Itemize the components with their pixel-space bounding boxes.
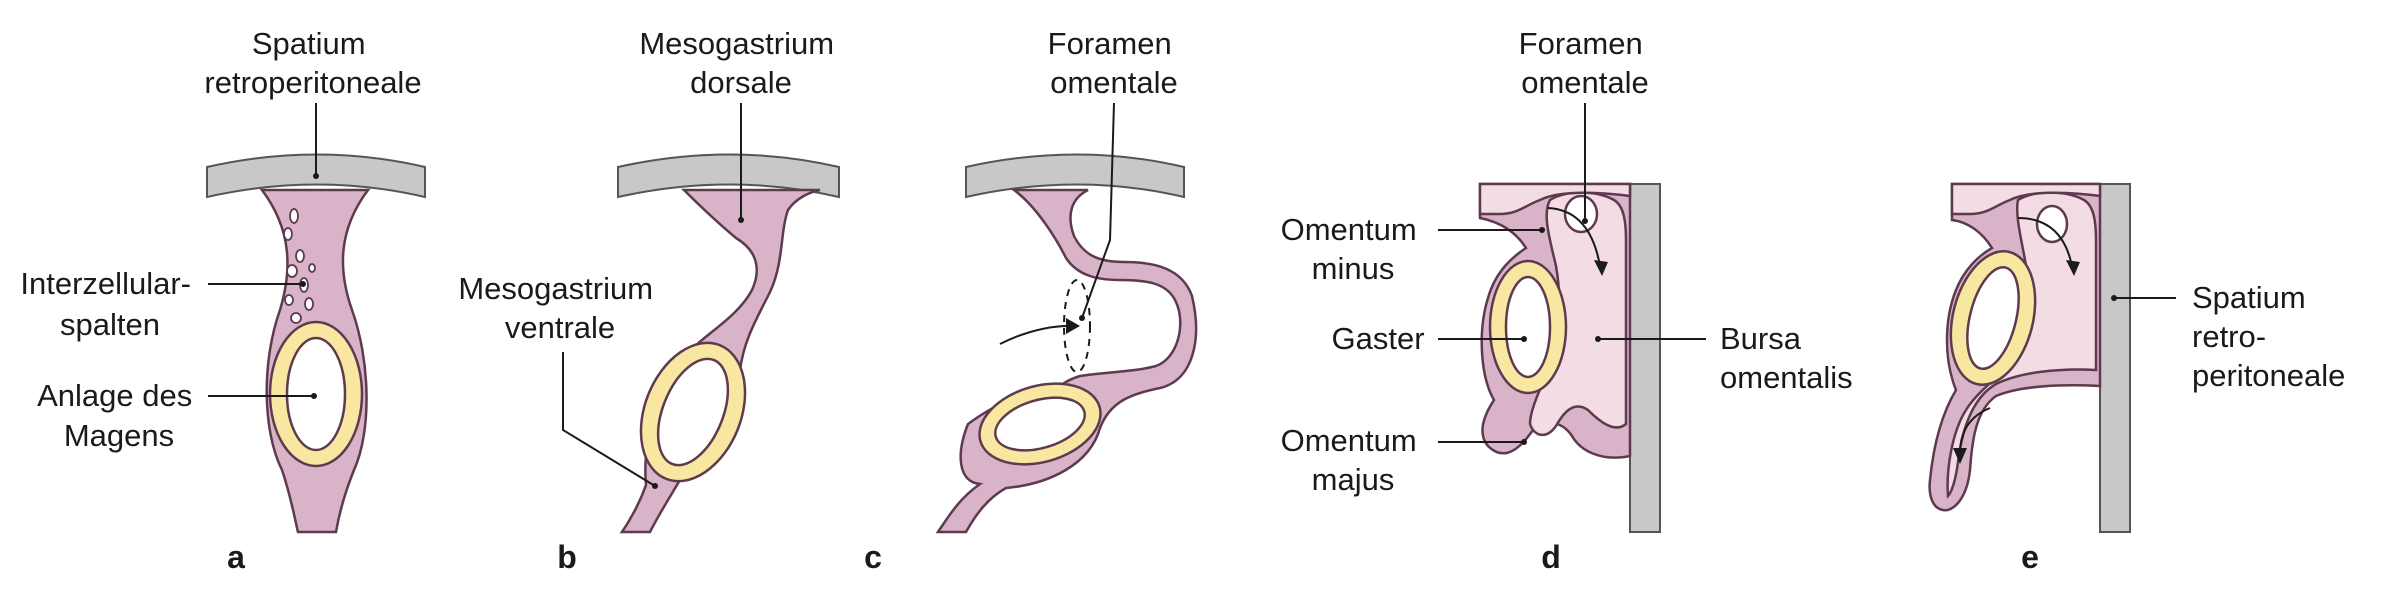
label-gaster: Gaster bbox=[1331, 321, 1424, 356]
stomach-lumen-b bbox=[656, 357, 730, 467]
mesogastrium-c bbox=[935, 188, 1198, 534]
panel-c: Foramen omentale c bbox=[864, 26, 1198, 575]
panel-b: Mesogastrium dorsale Mesogastrium ventra… bbox=[458, 26, 842, 575]
label-foramen-c: Foramen omentale bbox=[1048, 26, 1181, 100]
label-mesogastrium-dorsale: Mesogastrium dorsale bbox=[639, 26, 842, 100]
foramen-d bbox=[1563, 194, 1599, 234]
wall-d bbox=[1629, 183, 1661, 533]
panel-letter-c: c bbox=[864, 539, 882, 575]
panel-d: Foramen omentale Omentum minus Gaster Bu… bbox=[1281, 26, 1853, 575]
wall-b bbox=[617, 153, 840, 199]
arrowhead-e bbox=[2066, 260, 2080, 276]
foramen-outline-c bbox=[1063, 279, 1091, 373]
label-bursa-omentalis: Bursa omentalis bbox=[1720, 321, 1853, 395]
panel-e: Spatium retro- peritoneale e bbox=[1928, 182, 2345, 575]
label-anlage: Anlage des Magens bbox=[37, 378, 201, 453]
panel-a: Spatium retroperitoneale Interzellular- … bbox=[20, 26, 426, 575]
intercellular-gaps bbox=[283, 208, 316, 324]
label-mesogastrium-ventrale: Mesogastrium ventrale bbox=[458, 271, 661, 345]
panel-letter-a: a bbox=[227, 539, 245, 575]
stomach-lumen-d bbox=[1504, 275, 1552, 379]
omentum-minus-fold-e bbox=[1950, 182, 2102, 216]
label-foramen-d: Foramen omentale bbox=[1519, 26, 1652, 100]
arrow-e bbox=[2017, 217, 2073, 267]
arrowhead-c bbox=[1066, 318, 1080, 334]
arrow-d bbox=[1547, 207, 1601, 267]
stomach-lumen-e bbox=[1966, 265, 2020, 371]
label-omentum-minus: Omentum minus bbox=[1281, 212, 1426, 286]
wall-c bbox=[965, 153, 1185, 199]
arrowhead-omentum-e bbox=[1953, 448, 1967, 464]
wall-e bbox=[2099, 183, 2131, 533]
label-spatium-e: Spatium retro- peritoneale bbox=[2192, 280, 2345, 393]
stomach-lumen-c bbox=[994, 396, 1086, 452]
omentum-minus-fold-d bbox=[1478, 182, 1632, 216]
arrowhead-d bbox=[1594, 260, 1608, 276]
label-spatium-a: Spatium retroperitoneale bbox=[204, 26, 421, 100]
label-interzellular: Interzellular- spalten bbox=[20, 266, 199, 342]
panel-letter-e: e bbox=[2021, 539, 2039, 575]
panel-letter-b: b bbox=[557, 539, 577, 575]
label-omentum-majus: Omentum majus bbox=[1281, 423, 1426, 497]
foramen-e bbox=[2035, 204, 2069, 244]
panel-letter-d: d bbox=[1541, 539, 1561, 575]
